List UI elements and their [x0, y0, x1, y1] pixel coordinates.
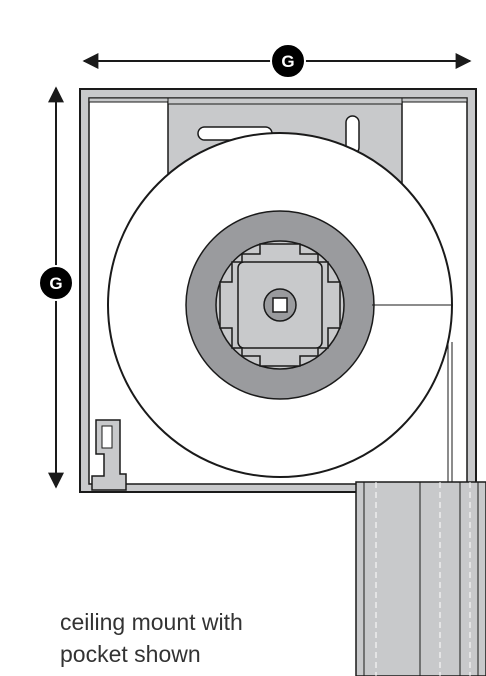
axle-adapter [219, 243, 341, 367]
caption-line-2: pocket shown [60, 641, 201, 667]
height-dimension-badge [38, 265, 74, 301]
width-dimension-label: G [281, 52, 294, 71]
caption-line-1: ceiling mount with [60, 609, 243, 635]
height-dimension: G [38, 86, 74, 489]
shutter-slats [355, 481, 486, 676]
height-dimension-label: G [49, 274, 62, 293]
bracket-top-lip [167, 97, 403, 105]
hook-slot [101, 425, 113, 449]
pocket-hook [91, 419, 127, 491]
hook-profile [91, 419, 127, 491]
slat-panel [355, 481, 486, 676]
width-dimension: G [82, 43, 472, 79]
width-dimension-badge [270, 43, 306, 79]
caption: ceiling mount with pocket shown [60, 606, 340, 670]
axle-square-hole [272, 297, 288, 313]
